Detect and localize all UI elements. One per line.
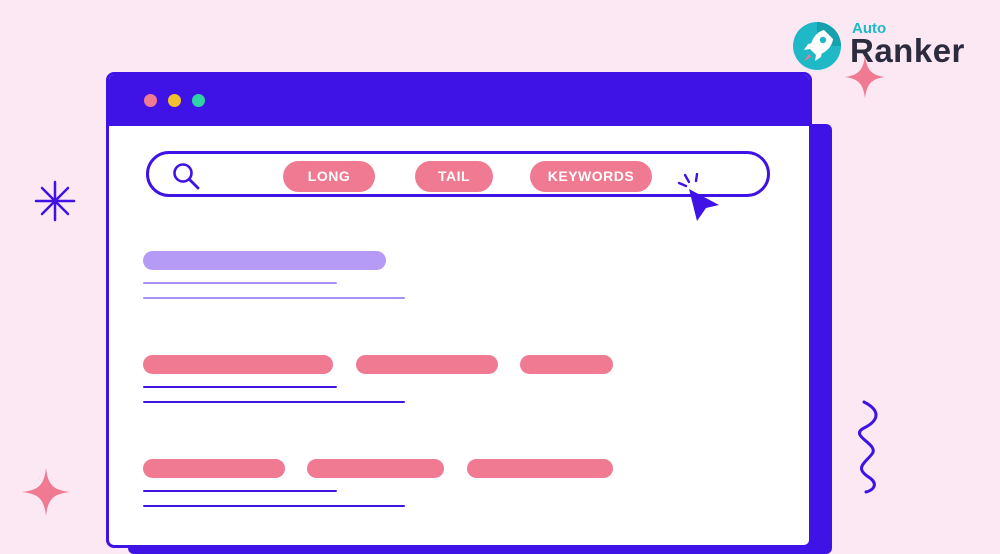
squiggle-icon: [858, 400, 878, 494]
browser-window: LONG TAIL KEYWORDS: [106, 72, 812, 548]
logo-big-text: Ranker: [850, 32, 965, 69]
keyword-chip-long[interactable]: LONG: [283, 161, 375, 192]
auto-ranker-logo: Auto Ranker: [790, 16, 990, 76]
cursor-pointer-icon: [677, 173, 719, 221]
result-keyword-placeholder: [143, 459, 285, 478]
keyword-chip-keywords[interactable]: KEYWORDS: [530, 161, 652, 192]
result-text-line: [143, 282, 337, 284]
result-keyword-placeholder: [307, 459, 444, 478]
search-icon[interactable]: [171, 161, 201, 191]
result-keyword-placeholder: [520, 355, 613, 374]
rocket-logo-icon: [793, 22, 841, 70]
keyword-chip-tail[interactable]: TAIL: [415, 161, 493, 192]
result-keyword-placeholder: [356, 355, 498, 374]
logo-small-text: Auto: [852, 20, 887, 37]
title-bar: [109, 75, 809, 126]
close-window-dot[interactable]: [144, 94, 157, 107]
maximize-window-dot[interactable]: [192, 94, 205, 107]
asterisk-icon: [34, 180, 76, 222]
result-title-placeholder: [143, 251, 386, 270]
minimize-window-dot[interactable]: [168, 94, 181, 107]
result-text-line: [143, 297, 405, 299]
search-bar[interactable]: LONG TAIL KEYWORDS: [146, 151, 770, 197]
result-text-line: [143, 505, 405, 507]
result-text-line: [143, 401, 405, 403]
result-keyword-placeholder: [467, 459, 613, 478]
sparkle-icon: [845, 56, 885, 98]
result-text-line: [143, 490, 337, 492]
sparkle-icon: [22, 468, 70, 516]
result-text-line: [143, 386, 337, 388]
result-keyword-placeholder: [143, 355, 333, 374]
